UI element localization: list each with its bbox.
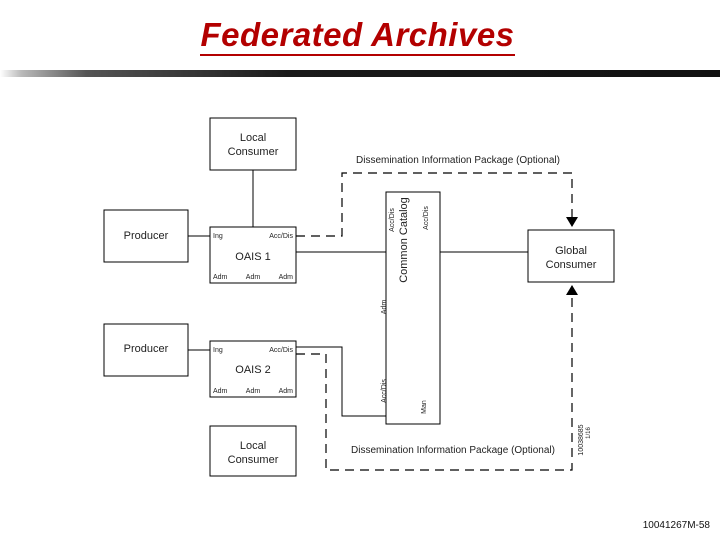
oais-1-box: Ing Acc/Dis OAIS 1 Adm Adm Adm	[209, 226, 297, 284]
dip-top-label: Dissemination Information Package (Optio…	[356, 155, 560, 166]
producer-1-box: Producer	[103, 209, 189, 263]
local-consumer-bottom-line1: Local	[240, 440, 266, 452]
oais-2-ing: Ing	[213, 347, 223, 354]
oais-2-name: OAIS 2	[235, 364, 270, 376]
figure-id-line1: 10038685	[578, 424, 585, 455]
slide-footer-code: 10041267M-58	[642, 520, 710, 531]
global-consumer-box: Global Consumer	[527, 229, 615, 283]
oais-1-adm-2: Adm	[246, 274, 261, 281]
oais-1-adm-3: Adm	[279, 274, 294, 281]
dip-top-dashed-line	[296, 172, 578, 237]
common-catalog-man: Man	[421, 400, 428, 414]
oais-1-adm-1: Adm	[213, 274, 228, 281]
common-catalog-acc-left-top: Acc/Dis	[389, 208, 396, 232]
oais-2-box: Ing Acc/Dis OAIS 2 Adm Adm Adm	[209, 340, 297, 398]
oais-2-adm-1: Adm	[213, 388, 228, 395]
dip-bottom-label: Dissemination Information Package (Optio…	[351, 445, 555, 456]
slide-title: Federated Archives	[0, 16, 715, 56]
local-consumer-top-line2: Consumer	[228, 146, 279, 158]
figure-id-line2: 1/16	[586, 427, 592, 439]
dip-bottom-label-background	[342, 443, 564, 456]
producer-2-box: Producer	[103, 323, 189, 377]
oais-2-adm-3: Adm	[279, 388, 294, 395]
producer-2-label: Producer	[124, 343, 169, 355]
oais-2-adm-2: Adm	[246, 388, 261, 395]
global-consumer-line2: Consumer	[546, 259, 597, 271]
common-catalog-acc-right-top: Acc/Dis	[423, 206, 430, 230]
local-consumer-top-line1: Local	[240, 132, 266, 144]
global-consumer-line1: Global	[555, 245, 587, 257]
local-consumer-top-box: Local Consumer	[209, 117, 297, 171]
common-catalog-acc-left-bottom: Acc/Dis	[381, 379, 388, 403]
common-catalog-label: Common Catalog	[398, 197, 410, 283]
slide-title-text: Federated Archives	[200, 16, 515, 56]
oais-1-ing: Ing	[213, 233, 223, 240]
producer-1-label: Producer	[124, 230, 169, 242]
connector-oais2-catalog	[296, 346, 386, 417]
oais-2-acc: Acc/Dis	[269, 347, 293, 354]
common-catalog-adm: Adm	[381, 300, 388, 315]
local-consumer-bottom-line2: Consumer	[228, 454, 279, 466]
oais-1-name: OAIS 1	[235, 251, 270, 263]
title-rule	[0, 70, 720, 77]
dip-bottom-dashed-line	[296, 285, 578, 471]
local-consumer-bottom-box: Local Consumer	[209, 425, 297, 477]
common-catalog-box: Common Catalog Acc/Dis Acc/Dis Adm Acc/D…	[381, 191, 441, 425]
oais-1-acc: Acc/Dis	[269, 233, 293, 240]
